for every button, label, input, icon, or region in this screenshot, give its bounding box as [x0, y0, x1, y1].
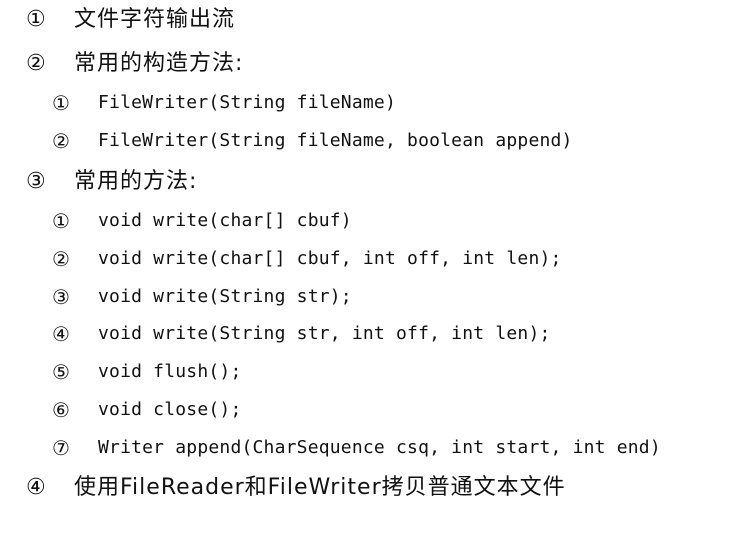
item-number: ①	[52, 91, 70, 115]
section-number: ③	[26, 169, 46, 194]
list-item: ① void write(char[] cbuf)	[52, 209, 352, 233]
section-heading-1: ① 文件字符输出流	[26, 6, 235, 34]
section-number: ②	[26, 51, 46, 76]
section-title: 使用FileReader和FileWriter拷贝普通文本文件	[74, 475, 566, 500]
method-signature: void write(char[] cbuf)	[98, 210, 352, 231]
list-item: ⑥ void close();	[52, 398, 241, 422]
section-title: 文件字符输出流	[74, 7, 236, 32]
item-number: ②	[52, 247, 70, 271]
constructor-signature: FileWriter(String fileName)	[98, 92, 396, 113]
method-signature: Writer append(CharSequence csq, int star…	[98, 437, 661, 458]
list-item: ④ void write(String str, int off, int le…	[52, 322, 551, 346]
item-number: ③	[52, 285, 70, 309]
section-number: ①	[26, 7, 46, 32]
section-heading-4: ④ 使用FileReader和FileWriter拷贝普通文本文件	[26, 474, 566, 502]
list-item: ② void write(char[] cbuf, int off, int l…	[52, 247, 562, 271]
section-heading-3: ③ 常用的方法:	[26, 168, 197, 196]
section-title: 常用的方法:	[74, 169, 198, 194]
method-signature: void flush();	[98, 361, 242, 382]
list-item: ③ void write(String str);	[52, 285, 352, 309]
method-signature: void write(char[] cbuf, int off, int len…	[98, 248, 562, 269]
item-number: ⑦	[52, 436, 70, 460]
item-number: ⑤	[52, 360, 70, 384]
method-signature: void write(String str);	[98, 286, 352, 307]
method-signature: void write(String str, int off, int len)…	[98, 323, 551, 344]
list-item: ① FileWriter(String fileName)	[52, 91, 396, 115]
item-number: ④	[52, 322, 70, 346]
section-number: ④	[26, 475, 46, 500]
list-item: ② FileWriter(String fileName, boolean ap…	[52, 129, 573, 153]
section-heading-2: ② 常用的构造方法:	[26, 50, 243, 78]
method-signature: void close();	[98, 399, 242, 420]
item-number: ⑥	[52, 398, 70, 422]
item-number: ②	[52, 129, 70, 153]
list-item: ⑦ Writer append(CharSequence csq, int st…	[52, 436, 661, 460]
section-title: 常用的构造方法:	[74, 51, 244, 76]
list-item: ⑤ void flush();	[52, 360, 241, 384]
item-number: ①	[52, 209, 70, 233]
constructor-signature: FileWriter(String fileName, boolean appe…	[98, 130, 573, 151]
